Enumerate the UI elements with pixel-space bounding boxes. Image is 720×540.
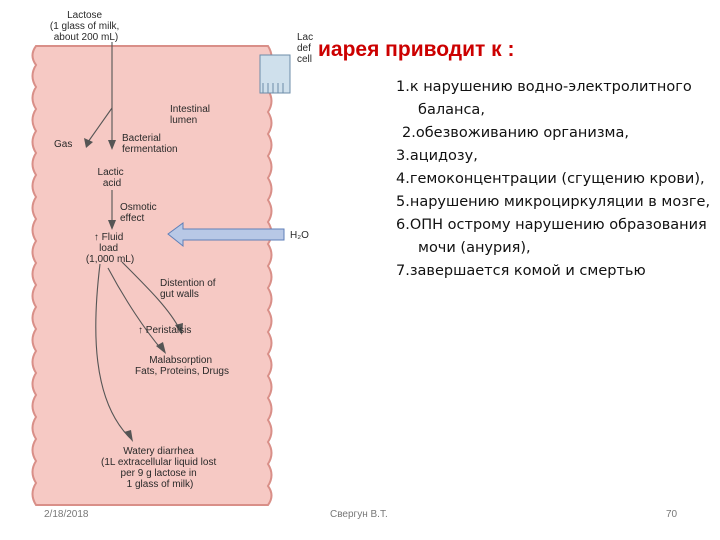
footer-date: 2/18/2018 bbox=[44, 509, 89, 520]
flow-arrows bbox=[87, 42, 181, 439]
consequences-list: 1.к нарушению водно-электролитного балан… bbox=[396, 76, 714, 283]
slide-heading: иарея приводит к : bbox=[318, 38, 515, 61]
footer-author: Свергун В.Т. bbox=[330, 509, 388, 520]
lactose-label: Lactose (1 glass of milk, about 200 mL) bbox=[50, 10, 122, 43]
water-label: H₂O bbox=[290, 230, 309, 241]
gas-label: Gas bbox=[54, 139, 72, 150]
osmotic-effect-label: Osmotic effect bbox=[120, 202, 159, 224]
arrow-heads bbox=[84, 138, 183, 442]
lactase-cell-label: Lac def cell bbox=[297, 32, 316, 65]
consequence-item: 6.ОПН острому нарушению образования мочи… bbox=[396, 217, 707, 256]
peristalsis-label: ↑ Peristalsis bbox=[138, 325, 191, 336]
consequence-item: 2.обезвоживанию организма, bbox=[402, 125, 629, 141]
intestinal-lumen-label: Intestinal lumen bbox=[170, 104, 213, 126]
intestine-outline bbox=[31, 45, 273, 506]
water-influx-arrow bbox=[167, 222, 285, 248]
consequence-item: 7.завершается комой и смертью bbox=[396, 263, 646, 279]
consequence-item: 4.гемоконцентрации (сгущению крови), bbox=[396, 171, 705, 187]
malabsorption-label: Malabsorption Fats, Proteins, Drugs bbox=[135, 355, 229, 377]
consequence-item: 3.ацидозу, bbox=[396, 148, 478, 164]
consequence-item: 1.к нарушению водно-электролитного балан… bbox=[396, 79, 692, 118]
watery-diarrhea-label: Watery diarrhea (1L extracellular liquid… bbox=[101, 446, 219, 490]
lactic-acid-label: Lactic acid bbox=[98, 167, 127, 189]
fluid-load-label: ↑ Fluid load (1,000 mL) bbox=[86, 232, 134, 265]
distention-label: Distention of gut walls bbox=[160, 278, 218, 300]
enterocyte-cell bbox=[259, 54, 291, 94]
footer-page-number: 70 bbox=[666, 509, 678, 520]
microvilli bbox=[262, 83, 284, 93]
bacterial-fermentation-label: Bacterial fermentation bbox=[122, 133, 178, 155]
consequence-item: 5.нарушению микроциркуляции в мозге, bbox=[396, 194, 711, 210]
